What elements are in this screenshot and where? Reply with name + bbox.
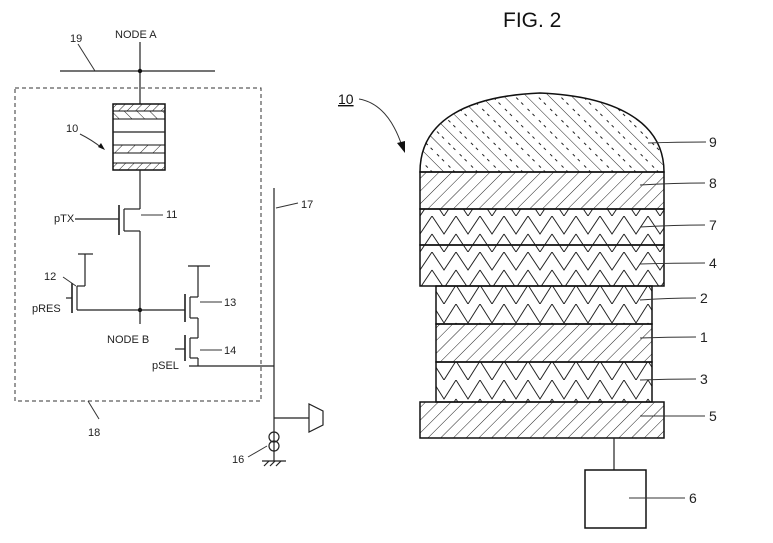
layer-2 <box>435 285 653 325</box>
leader-2 <box>639 297 697 301</box>
node-b-label: NODE B <box>107 334 149 346</box>
leader-9 <box>647 141 707 144</box>
ref-18-label: 18 <box>88 427 100 439</box>
ref-10-circuit-label: 10 <box>66 123 78 135</box>
layer-2-label: 2 <box>700 290 708 306</box>
layer-4-label: 4 <box>709 255 717 271</box>
psel-label: pSEL <box>152 360 179 372</box>
photoelectric-element <box>112 103 166 171</box>
ref-19-label: 19 <box>70 33 82 45</box>
block-6 <box>584 469 647 529</box>
ref-14-label: 14 <box>224 345 236 357</box>
layer-8 <box>419 171 665 210</box>
layer-9 <box>419 92 665 173</box>
leader-16 <box>247 445 268 458</box>
figure-title: FIG. 2 <box>503 9 561 32</box>
ref-16-label: 16 <box>232 454 244 466</box>
ref-17-label: 17 <box>301 199 313 211</box>
leader-18 <box>87 400 100 420</box>
device-ref-arrowhead <box>397 141 405 153</box>
pixel-boundary-18 <box>14 87 262 402</box>
leader-7 <box>639 224 706 228</box>
node-a-dot <box>137 68 143 74</box>
ref-13-label: 13 <box>224 297 236 309</box>
leader-8 <box>639 182 706 186</box>
pres-label: pRES <box>32 303 61 315</box>
layer-4 <box>419 244 665 287</box>
layer-9-label: 9 <box>709 134 717 150</box>
layer-3-label: 3 <box>700 371 708 387</box>
ref-12-label: 12 <box>44 271 56 283</box>
column-amplifier <box>308 403 324 433</box>
layer-1 <box>435 323 653 363</box>
node-a-label: NODE A <box>115 29 157 41</box>
leader-3 <box>639 378 697 381</box>
ref-11-label: 11 <box>166 209 177 221</box>
block-6-label: 6 <box>689 490 697 506</box>
layer-7 <box>419 208 665 246</box>
leader-4 <box>639 262 706 265</box>
leader-19 <box>77 43 96 72</box>
layer-stack: 10 6 9 8 7 4 2 1 <box>338 91 717 529</box>
leader-17 <box>275 202 299 209</box>
layer-1-label: 1 <box>700 329 708 345</box>
device-ref-label: 10 <box>338 91 354 107</box>
layer-8-label: 8 <box>709 175 717 191</box>
layer-5-label: 5 <box>709 408 717 424</box>
layer-7-label: 7 <box>709 217 717 233</box>
leader-10-arrowhead <box>98 143 105 150</box>
leader-12 <box>62 276 77 287</box>
layer-5 <box>419 401 665 439</box>
leader-1 <box>639 336 697 339</box>
device-ref-leader <box>358 98 403 147</box>
ptx-label: pTX <box>54 213 75 225</box>
current-source-top <box>268 431 280 443</box>
layer-3 <box>435 361 653 403</box>
pixel-circuit: 19 NODE A 18 10 pTX 11 NO <box>14 29 324 467</box>
leader-10-circuit <box>79 133 103 149</box>
